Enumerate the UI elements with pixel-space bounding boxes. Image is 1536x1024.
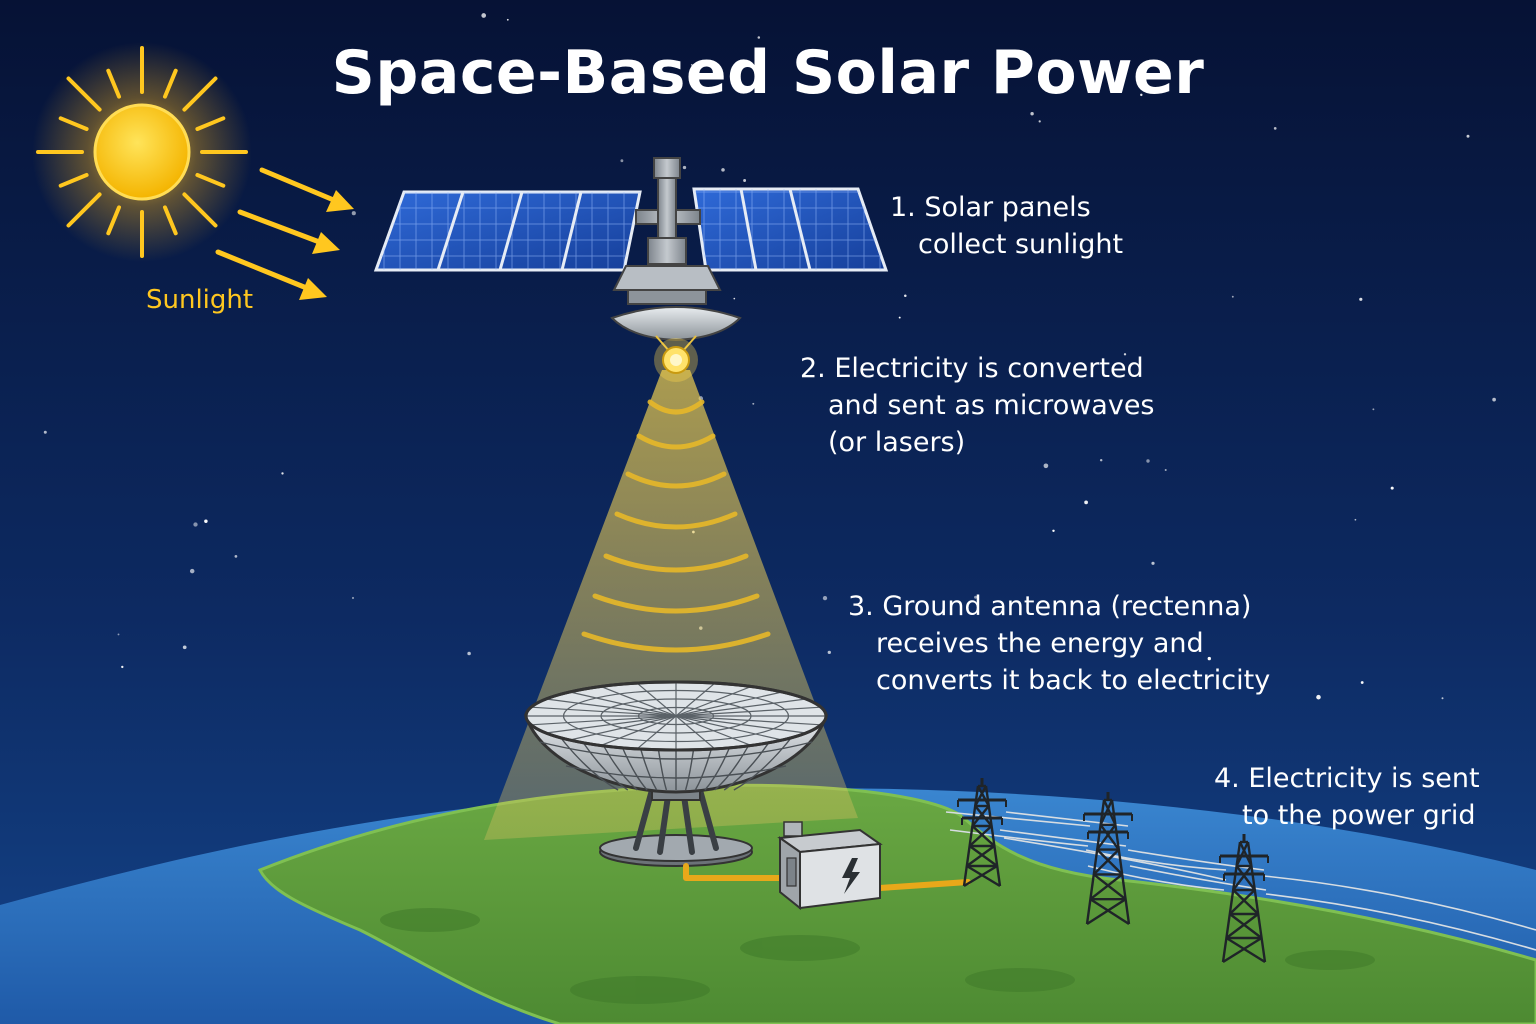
step-3-line-2: receives the energy and [876,628,1204,659]
step-1-line-1: 1. Solar panels [890,192,1091,223]
substation-icon [777,821,883,911]
step-3-line-1: 3. Ground antenna (rectenna) [848,591,1252,622]
step-2-line-1: 2. Electricity is converted [800,353,1144,384]
microwave-waves [581,399,771,653]
step-2-label: 2. Electricity is converted and sent as … [800,350,1155,461]
step-2-line-2: and sent as microwaves [828,390,1155,421]
sunlight-label: Sunlight [146,285,254,315]
power-tower-icon [1083,792,1133,926]
step-1-label: 1. Solar panels collect sunlight [890,189,1123,263]
rectenna-dish-icon [523,680,829,867]
step-1-line-2: collect sunlight [918,229,1124,260]
step-2-line-3: (or lasers) [828,427,966,458]
sun-icon [32,42,252,262]
power-towers [957,778,1269,964]
step-3-label: 3. Ground antenna (rectenna) receives th… [848,588,1270,699]
step-3-line-3: converts it back to electricity [876,665,1271,696]
power-tower-icon [1219,834,1269,964]
step-4-line-1: 4. Electricity is sent [1214,763,1480,794]
power-lines [945,811,1536,951]
step-4-label: 4. Electricity is sent to the power grid [1214,760,1480,834]
land-shading [380,908,1375,1004]
page-title: Space-Based Solar Power [331,38,1205,108]
step-4-line-2: to the power grid [1242,800,1476,831]
satellite-icon [373,157,889,382]
lightning-bolt-icon [842,858,860,894]
sunlight-arrows [215,167,354,300]
power-tower-icon [957,778,1007,888]
